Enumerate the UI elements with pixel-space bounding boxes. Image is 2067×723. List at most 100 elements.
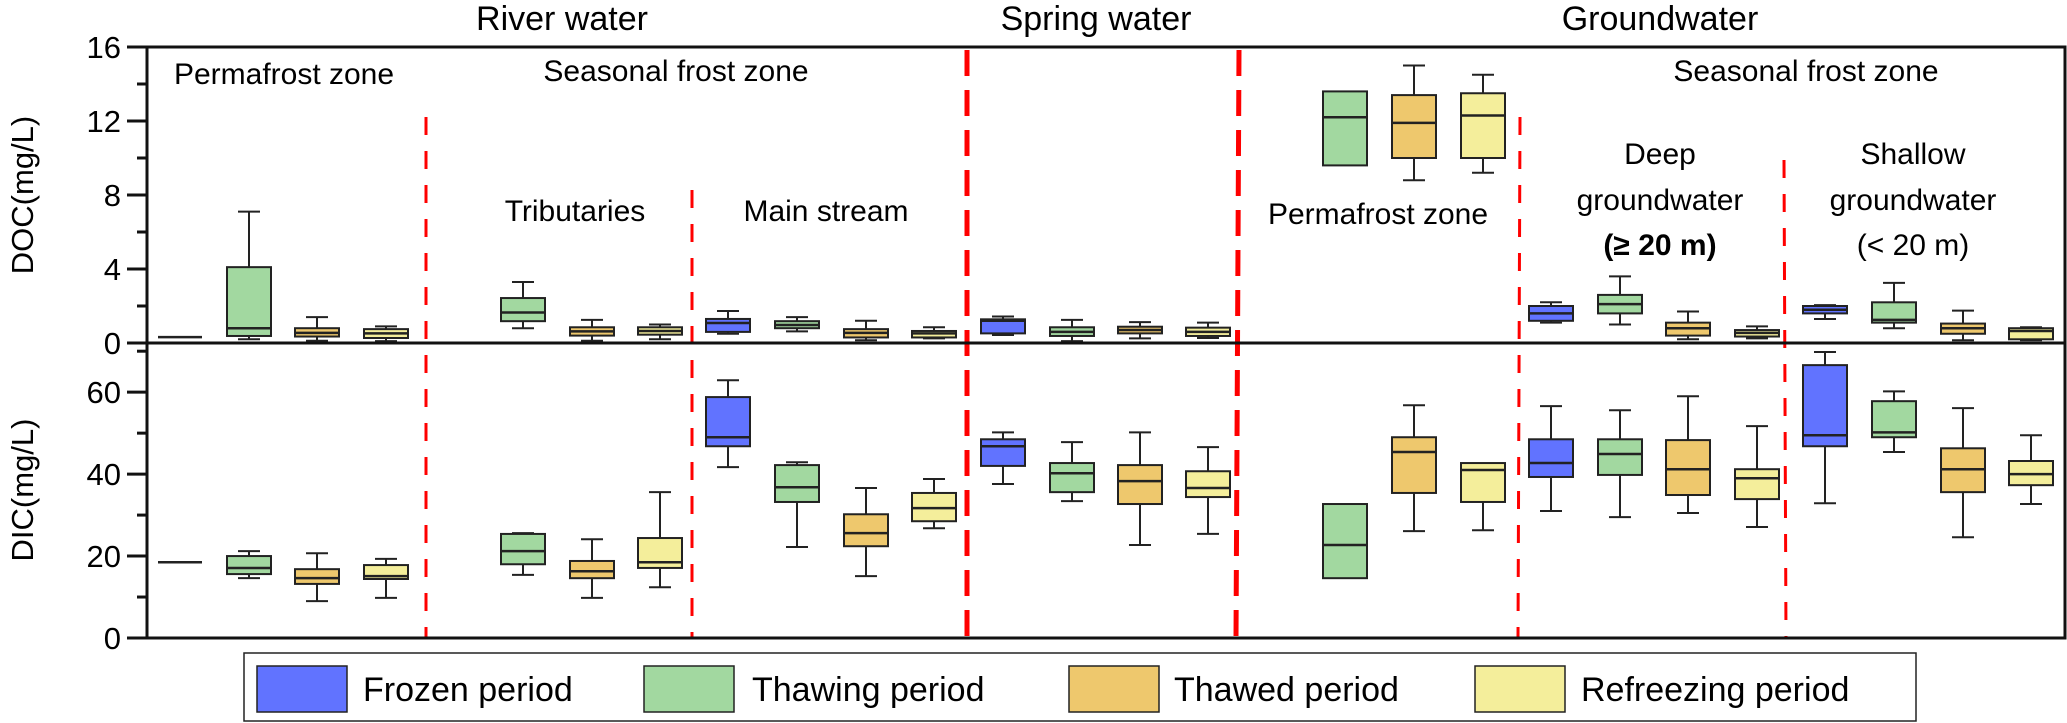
box-doc-thawing-12 <box>1049 318 1095 343</box>
iqr-box <box>1391 436 1437 494</box>
iqr-box <box>500 297 546 323</box>
box-dic-thawing-23 <box>1871 390 1917 453</box>
box-doc-thawed-2 <box>294 316 340 342</box>
iqr-box <box>980 438 1026 467</box>
iqr-box <box>294 568 340 585</box>
tick-label-dic-60: 60 <box>87 375 121 410</box>
box-dic-refreezing-10 <box>911 478 957 530</box>
box-dic-thawed-9 <box>843 487 889 578</box>
iqr-box <box>1049 462 1095 494</box>
iqr-box <box>1802 364 1848 448</box>
group-title-spring: Spring water <box>1001 0 1192 38</box>
tick-label-doc-16: 16 <box>87 30 121 65</box>
box-dic-refreezing-14 <box>1185 446 1231 535</box>
legend-swatch-frozen <box>256 665 348 713</box>
box-doc-thawed-16 <box>1391 64 1437 182</box>
box-dic-thawed-2 <box>294 552 340 603</box>
box-doc-refreezing-6 <box>637 323 683 341</box>
iqr-box <box>226 555 272 576</box>
iqr-box <box>980 318 1026 335</box>
iqr-box <box>1665 439 1711 497</box>
iqr-box <box>843 513 889 548</box>
box-dic-thawing-15 <box>1322 503 1368 580</box>
box-doc-refreezing-14 <box>1185 321 1231 340</box>
zone-label-main-stream: Main stream <box>743 195 908 228</box>
box-dic-thawing-19 <box>1597 409 1643 519</box>
box-series <box>158 64 2054 603</box>
iqr-box <box>1528 438 1574 478</box>
iqr-box <box>774 464 820 503</box>
legend-label-refreezing: Refreezing period <box>1581 671 1849 709</box>
tick-label-dic-0: 0 <box>104 621 121 656</box>
iqr-box <box>1460 92 1506 159</box>
box-dic-refreezing-25 <box>2008 434 2054 506</box>
box-dic-thawed-24 <box>1940 407 1986 539</box>
box-doc-thawing-1 <box>226 210 272 341</box>
box-doc-thawing-23 <box>1871 281 1917 330</box>
zone-label-shallow-line1: Shallow <box>1860 138 1965 171</box>
zone-label-deep-line2: groundwater <box>1577 184 1744 217</box>
box-dic-thawed-13 <box>1117 431 1163 546</box>
group-title-river: River water <box>476 0 648 38</box>
box-dic-refreezing-6 <box>637 491 683 589</box>
iqr-box <box>569 559 615 580</box>
legend-label-frozen: Frozen period <box>363 671 573 709</box>
box-doc-refreezing-10 <box>911 326 957 340</box>
box-dic-refreezing-17 <box>1460 462 1506 532</box>
box-dic-refreezing-21 <box>1734 425 1780 528</box>
box-dic-frozen-18 <box>1528 405 1574 512</box>
zone-label-shallow-line3: (< 20 m) <box>1857 229 1970 262</box>
separator-deep-shallow <box>1782 159 1788 639</box>
iqr-box <box>705 396 751 448</box>
box-doc-refreezing-21 <box>1734 325 1780 340</box>
iqr-box <box>1322 90 1368 167</box>
tick-label-doc-12: 12 <box>87 104 121 139</box>
legend-label-thawed: Thawed period <box>1174 671 1399 709</box>
zone-label-ground-permafrost: Permafrost zone <box>1268 198 1488 231</box>
box-doc-thawed-5 <box>569 318 615 342</box>
box-dic-frozen-11 <box>980 431 1026 485</box>
legend-swatch-thawing <box>643 665 735 713</box>
box-dic-thawed-20 <box>1665 395 1711 515</box>
iqr-box <box>1391 94 1437 159</box>
zone-label-ground-seasonal: Seasonal frost zone <box>1673 55 1938 88</box>
y-axis-title-doc: DOC(mg/L) <box>5 116 40 274</box>
box-dic-thawing-4 <box>500 532 546 576</box>
box-dic-frozen-22 <box>1802 351 1848 505</box>
box-doc-thawing-19 <box>1597 275 1643 326</box>
box-doc-refreezing-25 <box>2008 326 2054 342</box>
box-doc-frozen-18 <box>1528 301 1574 324</box>
legend-label-thawing: Thawing period <box>752 671 984 709</box>
box-doc-frozen-7 <box>705 309 751 335</box>
iqr-box <box>1185 470 1231 499</box>
box-doc-frozen-22 <box>1802 304 1848 320</box>
zone-label-river-permafrost: Permafrost zone <box>174 58 394 91</box>
iqr-box <box>226 266 272 337</box>
iqr-box <box>1597 438 1643 476</box>
tick-label-doc-4: 4 <box>104 252 121 287</box>
y-axis-title-dic: DIC(mg/L) <box>5 419 40 562</box>
box-doc-thawed-9 <box>843 319 889 342</box>
box-doc-frozen-11 <box>980 315 1026 337</box>
separator-ground-permafrost-seasonal <box>1516 116 1522 639</box>
group-title-groundwater: Groundwater <box>1562 0 1759 38</box>
zone-label-shallow-line2: groundwater <box>1830 184 1997 217</box>
box-dic-thawing-8 <box>774 461 820 549</box>
box-dic-frozen-7 <box>705 379 751 469</box>
box-doc-refreezing-17 <box>1460 73 1506 174</box>
zone-label-deep-line1: Deep <box>1624 138 1696 171</box>
iqr-box <box>1871 301 1917 324</box>
iqr-box <box>1117 464 1163 506</box>
zone-label-deep-line3: (≥ 20 m) <box>1603 229 1716 262</box>
iqr-box <box>1734 468 1780 501</box>
box-doc-thawed-20 <box>1665 310 1711 341</box>
box-dic-thawed-5 <box>569 538 615 599</box>
box-doc-thawed-13 <box>1117 321 1163 340</box>
legend: Frozen period Thawing period Thawed peri… <box>243 652 1917 722</box>
tick-label-doc-8: 8 <box>104 178 121 213</box>
box-doc-thawing-15 <box>1322 90 1368 167</box>
iqr-box <box>705 317 751 333</box>
iqr-box <box>2008 327 2054 341</box>
